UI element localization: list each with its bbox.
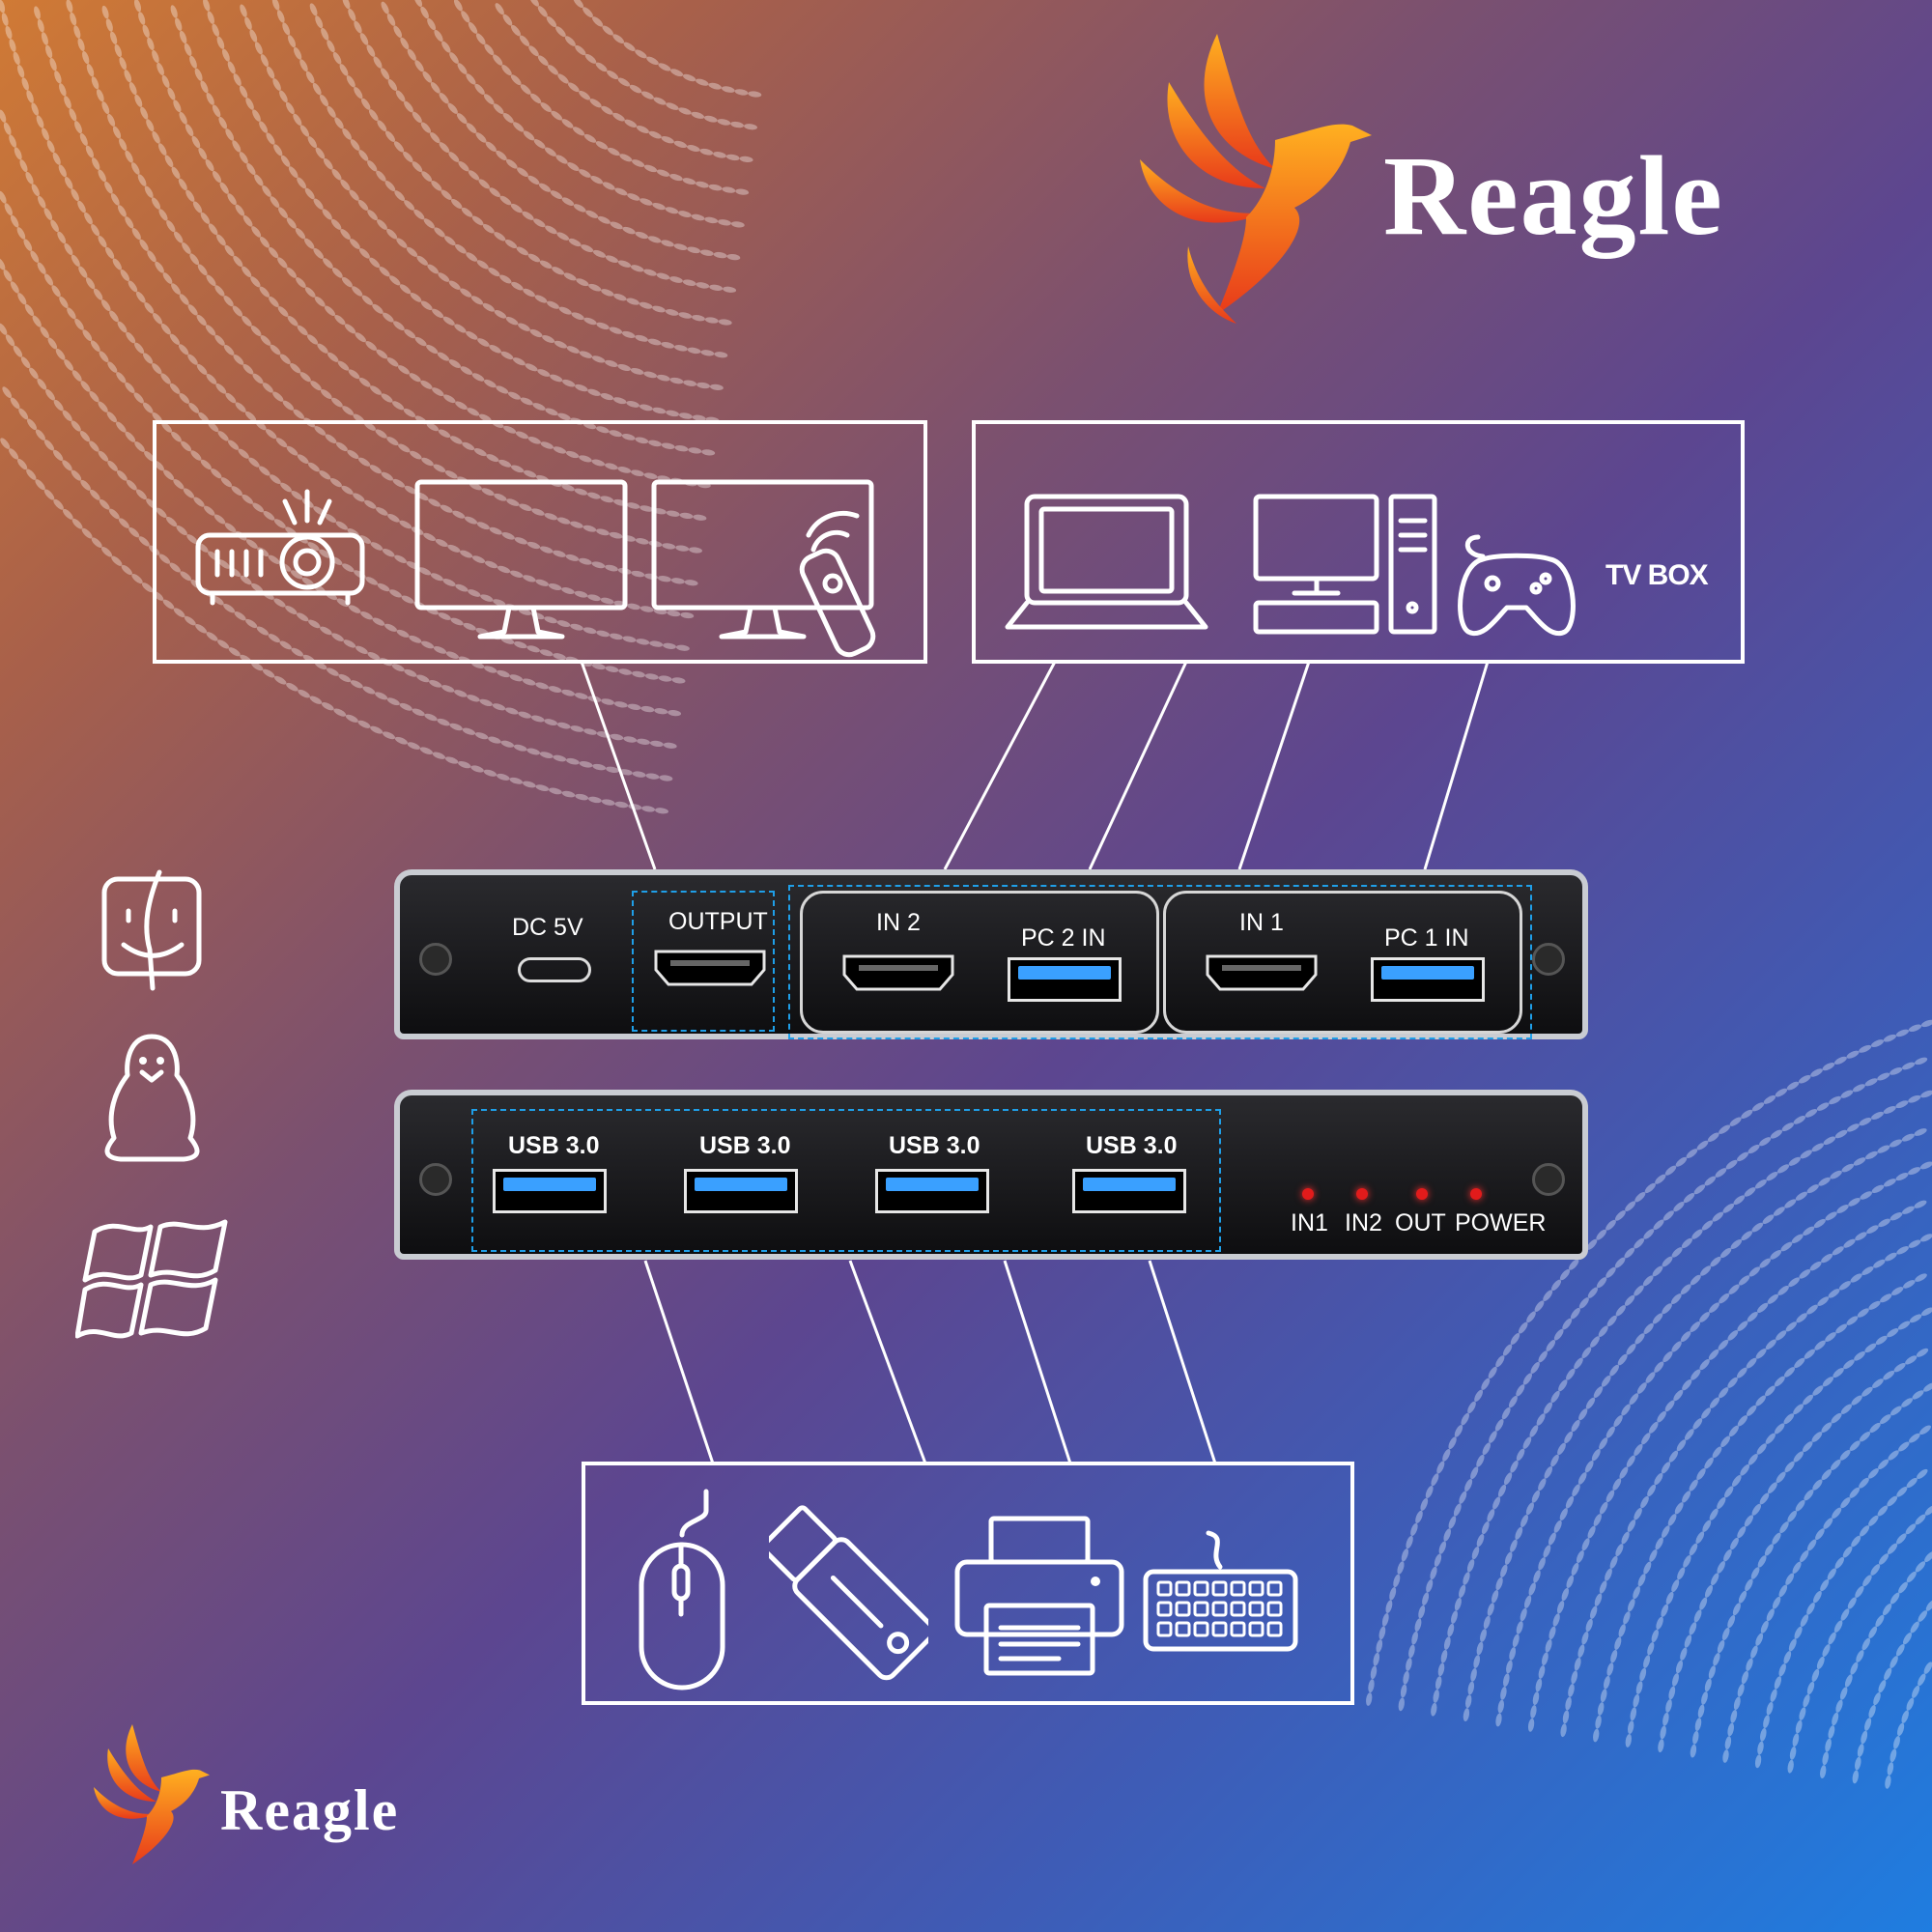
usb-label-1: USB 3.0	[508, 1132, 600, 1159]
screw-left-rear	[419, 1163, 452, 1196]
keyboard-icon	[1143, 1530, 1298, 1652]
led-label-power: POWER	[1455, 1209, 1547, 1236]
usb-pc1-port	[1371, 957, 1485, 1002]
screw-right-rear	[1532, 1163, 1565, 1196]
led-label-in2: IN2	[1345, 1209, 1382, 1236]
monitor-icon	[414, 479, 628, 639]
linux-tux-icon	[104, 1034, 200, 1162]
led-in2	[1356, 1188, 1368, 1200]
screw-right	[1532, 943, 1565, 976]
kvm-front-panel: DC 5V OUTPUT IN 2 PC 2 IN IN 1 PC 1 IN	[394, 869, 1588, 1039]
in2-label: IN 2	[876, 909, 921, 936]
pc1-label: PC 1 IN	[1384, 924, 1469, 952]
pc2-label: PC 2 IN	[1021, 924, 1106, 952]
led-power	[1470, 1188, 1482, 1200]
tv-box-label: TV BOX	[1605, 559, 1709, 591]
brand-name-top: Reagle	[1383, 132, 1724, 259]
pc1-input-group: IN 1 PC 1 IN	[1163, 891, 1522, 1034]
output-label: OUTPUT	[668, 908, 768, 935]
in1-label: IN 1	[1239, 909, 1284, 936]
pc2-input-group: IN 2 PC 2 IN	[800, 891, 1159, 1034]
brand-name-bottom: Reagle	[220, 1778, 400, 1842]
mouse-icon	[639, 1489, 725, 1690]
usb3-port-4	[1072, 1169, 1186, 1213]
printer-icon	[954, 1516, 1124, 1676]
hdmi-in1-port	[1206, 954, 1318, 991]
input-devices-box: TV BOX	[972, 420, 1745, 664]
usb3-port-2	[684, 1169, 798, 1213]
windows-icon	[75, 1219, 228, 1339]
usb-hub-highlight	[471, 1109, 1221, 1252]
laptop-icon	[1005, 494, 1208, 630]
usb-drive-icon	[769, 1505, 928, 1681]
projector-icon	[195, 489, 365, 606]
output-devices-box	[153, 420, 927, 664]
hdmi-in2-port	[842, 954, 954, 991]
usb3-port-1	[493, 1169, 607, 1213]
output-highlight	[632, 891, 775, 1032]
led-out	[1416, 1188, 1428, 1200]
usb3-port-3	[875, 1169, 989, 1213]
dc-label: DC 5V	[512, 914, 583, 941]
kvm-rear-panel: USB 3.0 USB 3.0 USB 3.0 USB 3.0 IN1 IN2 …	[394, 1090, 1588, 1260]
peripherals-box	[582, 1462, 1354, 1705]
usb-c-power-port	[518, 957, 591, 982]
tv-remote-icon	[651, 479, 876, 658]
macos-finder-icon	[101, 869, 202, 991]
inputs-highlight	[788, 885, 1532, 1039]
usb-label-3: USB 3.0	[889, 1132, 980, 1159]
reagle-phoenix-logo-icon	[1140, 34, 1372, 324]
led-label-out: OUT	[1395, 1209, 1446, 1236]
led-in1	[1302, 1188, 1314, 1200]
usb-pc2-port	[1008, 957, 1122, 1002]
desktop-pc-icon	[1253, 494, 1437, 635]
led-label-in1: IN1	[1291, 1209, 1328, 1236]
hdmi-output-port	[654, 950, 766, 986]
reagle-phoenix-logo-small-icon	[94, 1724, 210, 1864]
screw-left	[419, 943, 452, 976]
gamepad-icon	[1458, 534, 1576, 637]
usb-label-4: USB 3.0	[1086, 1132, 1178, 1159]
usb-label-2: USB 3.0	[699, 1132, 791, 1159]
